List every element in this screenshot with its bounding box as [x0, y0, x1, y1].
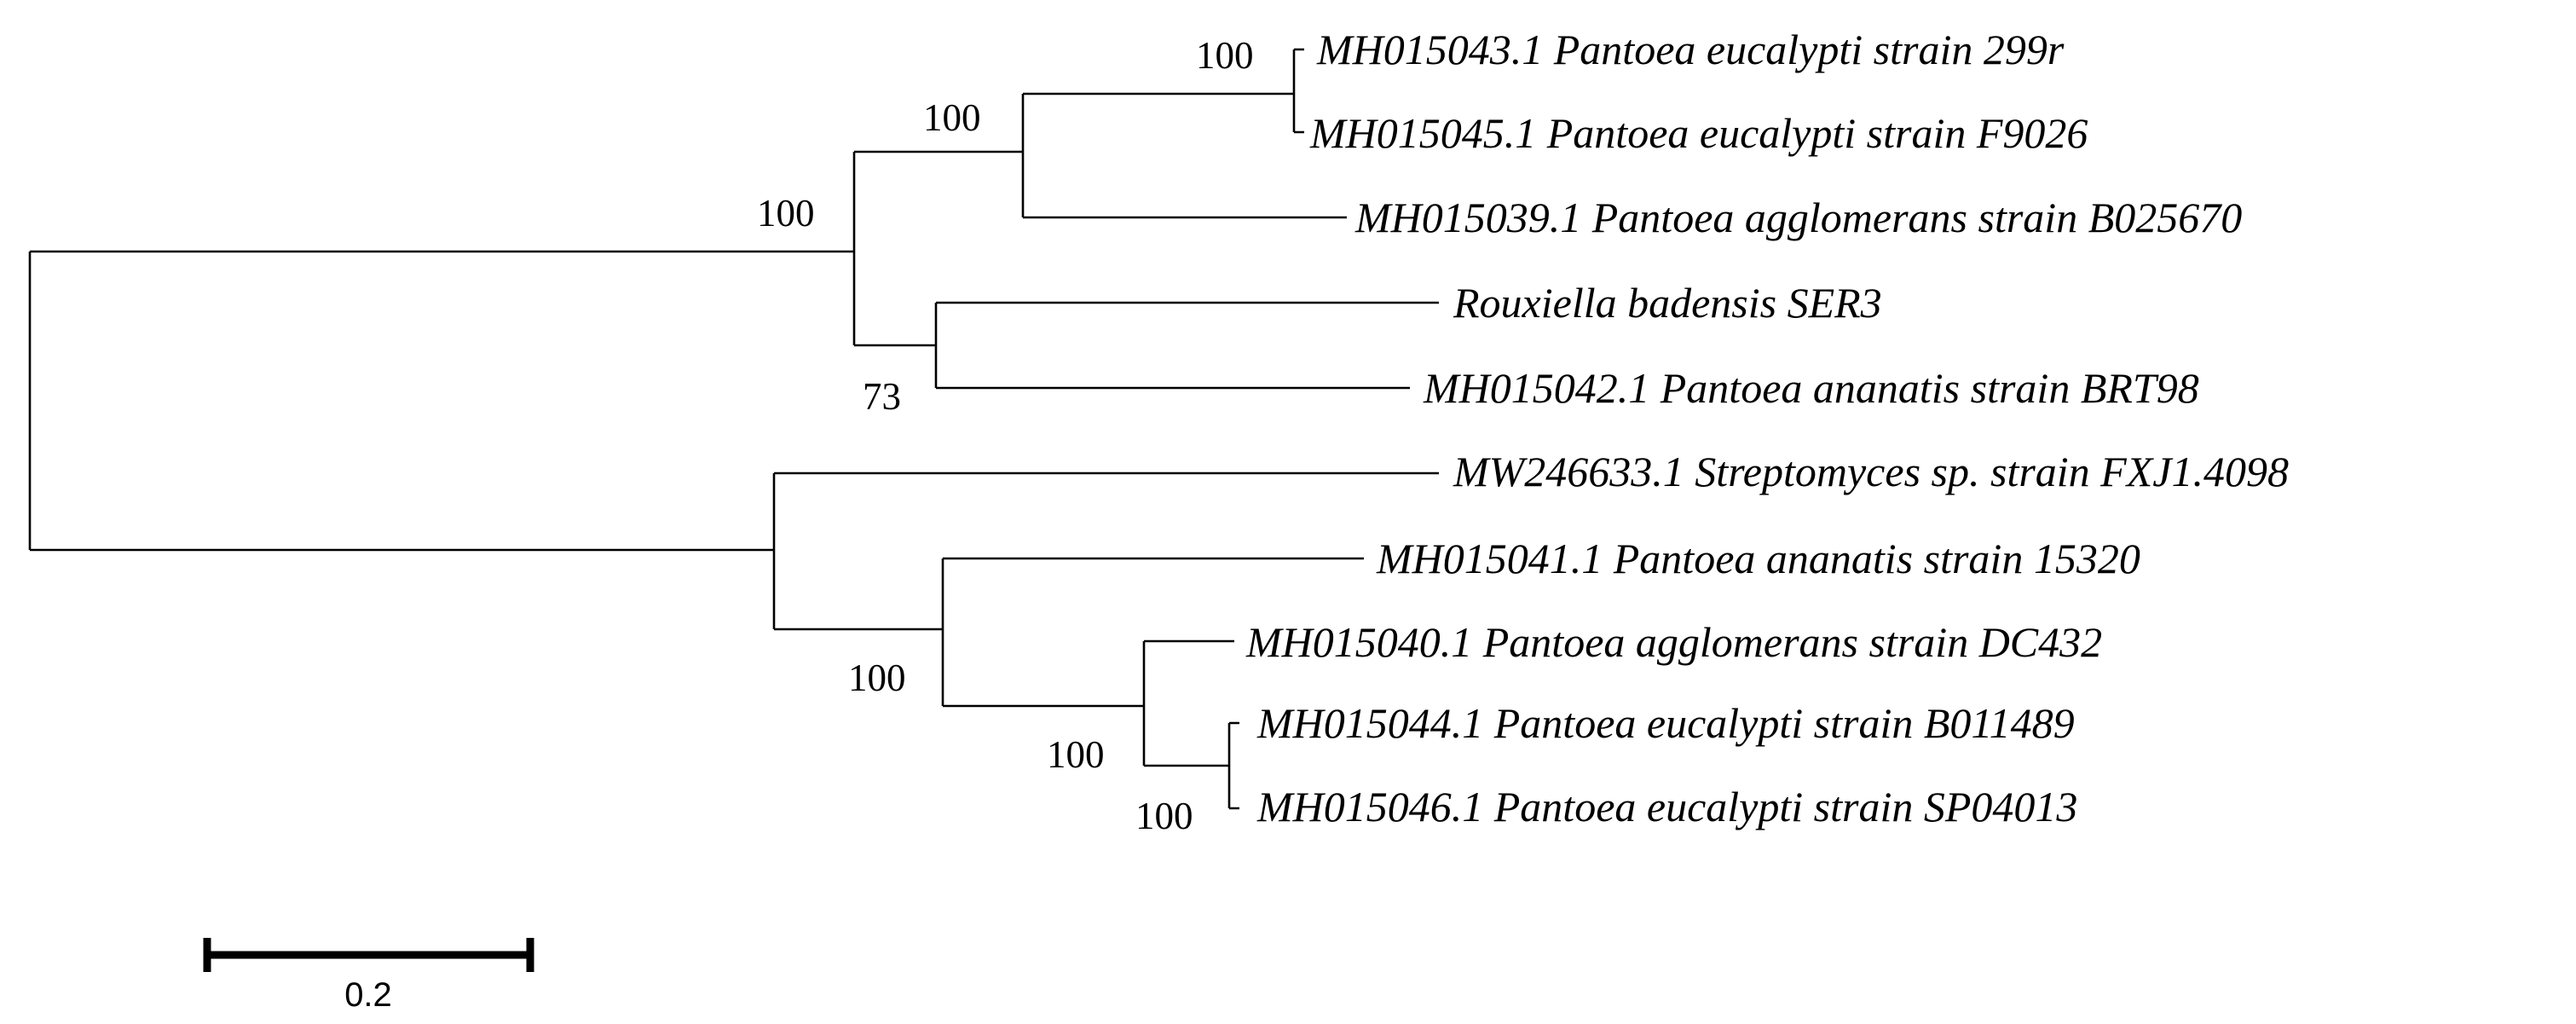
support-value: 73: [863, 375, 901, 418]
taxon-label: MH015046.1 Pantoea eucalypti strain SP04…: [1256, 783, 2077, 830]
scale-bar-label: 0.2: [344, 976, 392, 1014]
taxon-label: MW246633.1 Streptomyces sp. strain FXJ1.…: [1453, 448, 2289, 495]
branch-pair-b: [1227, 721, 1239, 810]
taxon-label: MH015039.1 Pantoea agglomerans strain B0…: [1354, 194, 2242, 241]
taxon-label: MH015041.1 Pantoea ananatis strain 15320: [1376, 535, 2140, 582]
taxon-label: MH015040.1 Pantoea agglomerans strain DC…: [1245, 618, 2102, 666]
branch-root: [28, 250, 854, 552]
support-value: 100: [923, 96, 981, 139]
taxon-label: MH015044.1 Pantoea eucalypti strain B011…: [1256, 699, 2075, 747]
branch-subclade-c: [941, 557, 1364, 708]
branch-lower-clade: [772, 472, 1439, 631]
branch-pair-a: [1292, 48, 1304, 134]
scale-bar: 0.2: [203, 938, 534, 1014]
support-value: 100: [1196, 34, 1254, 77]
taxon-label: Rouxiella badensis SER3: [1453, 279, 1882, 327]
support-value: 100: [1047, 733, 1105, 776]
support-value: 100: [757, 192, 815, 234]
branch-subclade-d: [1142, 639, 1234, 767]
taxon-label: MH015043.1 Pantoea eucalypti strain 299r: [1316, 26, 2065, 73]
branch-upper-clade: [852, 150, 1023, 347]
branch-subclade-a: [1021, 92, 1347, 219]
support-value: 100: [1135, 795, 1193, 837]
taxon-label: MH015042.1 Pantoea ananatis strain BRT98: [1423, 364, 2199, 412]
branch-subclade-b: [934, 301, 1439, 390]
support-value: 100: [848, 657, 906, 699]
taxon-label: MH015045.1 Pantoea eucalypti strain F902…: [1309, 109, 2088, 157]
